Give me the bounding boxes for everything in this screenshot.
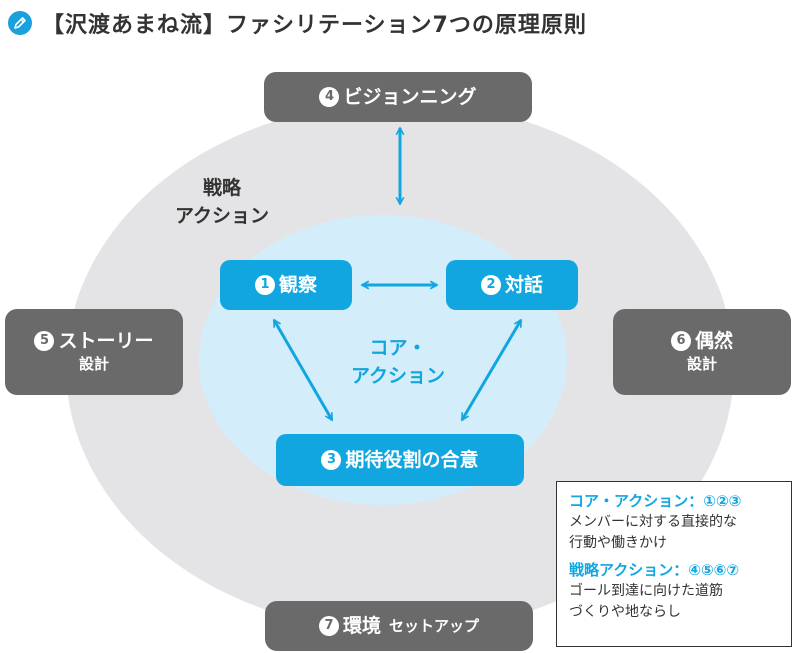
- principle-4-label: ビジョンニング: [343, 86, 477, 108]
- number-4-badge: 4: [319, 87, 340, 107]
- legend-core-desc-2: 行動や働きかけ: [569, 535, 667, 551]
- principle-1-box: 1 観察: [220, 260, 352, 310]
- principle-6-sub: 設計: [686, 355, 717, 373]
- core-action-label-line2: アクション: [350, 365, 446, 387]
- strategic-action-label-line2: アクション: [174, 205, 270, 227]
- principle-4-box: 4 ビジョンニング: [264, 72, 532, 122]
- strategic-action-label: 戦略 アクション: [162, 174, 282, 230]
- number-6-badge: 6: [670, 331, 691, 351]
- core-action-label: コア・ アクション: [328, 334, 468, 390]
- principle-5-label: ストーリー: [58, 330, 154, 352]
- core-action-label-line1: コア・: [369, 337, 427, 359]
- pencil-icon: [8, 11, 32, 35]
- number-5-badge: 5: [34, 331, 55, 351]
- number-1-badge: 1: [254, 275, 275, 295]
- principle-7-label: 環境: [342, 615, 381, 637]
- number-3-badge: 3: [321, 450, 342, 470]
- principle-5-box: 5 ストーリー 設計: [5, 309, 183, 395]
- principle-2-box: 2 対話: [446, 260, 578, 310]
- principle-3-box: 3 期待役割の合意: [276, 434, 524, 486]
- principle-5-sub: 設計: [78, 355, 109, 373]
- arrow-observe-agreement: [272, 320, 334, 420]
- arrow-dialogue-agreement: [460, 320, 523, 420]
- principle-3-label: 期待役割の合意: [345, 449, 479, 471]
- title-row: 【沢渡あまね流】ファシリテーション7つの原理原則: [8, 6, 587, 40]
- legend-core-desc-1: メンバーに対する直接的な: [569, 514, 737, 530]
- legend-strategic-desc-2: づくりや地ならし: [569, 604, 681, 620]
- page-title: 【沢渡あまね流】ファシリテーション7つの原理原則: [42, 13, 587, 38]
- principle-7-sub: セットアップ: [389, 617, 480, 635]
- principle-6-label: 偶然: [694, 330, 733, 352]
- legend-strategic-desc-1: ゴール到達に向けた道筋: [569, 583, 723, 599]
- number-2-badge: 2: [480, 275, 501, 295]
- strategic-action-label-line1: 戦略: [202, 177, 241, 199]
- legend-core-heading: コア・アクション：①②③: [569, 492, 742, 510]
- principle-2-label: 対話: [504, 274, 543, 296]
- legend-strategic-heading: 戦略アクション：④⑤⑥⑦: [569, 561, 740, 579]
- legend-box: コア・アクション：①②③ メンバーに対する直接的な 行動や働きかけ 戦略アクショ…: [556, 481, 792, 647]
- principle-6-box: 6 偶然 設計: [613, 309, 791, 395]
- principle-7-box: 7 環境 セットアップ: [265, 601, 533, 651]
- number-7-badge: 7: [318, 616, 339, 636]
- principle-1-label: 観察: [278, 274, 317, 296]
